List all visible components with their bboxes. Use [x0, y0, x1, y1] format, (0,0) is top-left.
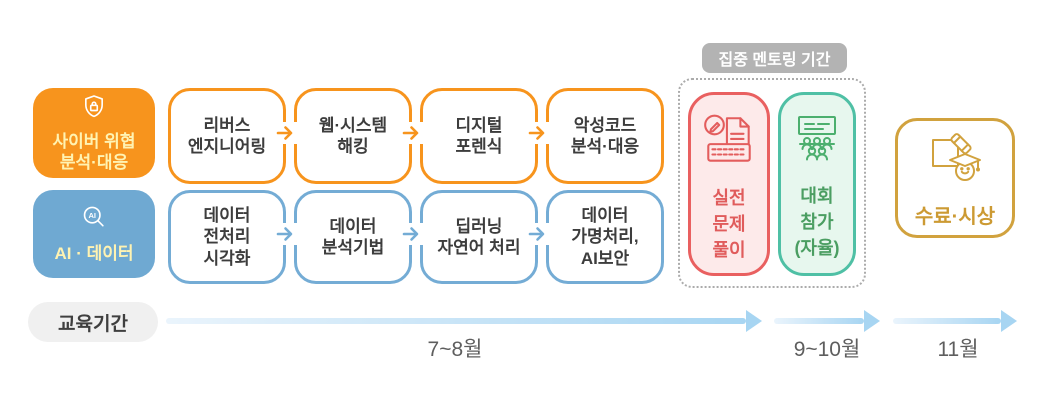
timeline-arrowhead-3 [1001, 310, 1017, 332]
timeline-arrow-1 [166, 318, 746, 324]
timeline-arrowhead-1 [746, 310, 762, 332]
step-data-preprocessing: 데이터 전처리 시각화 [168, 190, 286, 284]
mentoring-badge: 집중 멘토링 기간 [702, 43, 847, 73]
step-data-anonymization-ai-security: 데이터 가명처리, AI보안 [546, 190, 664, 284]
track-ai-data-category: AI AI · 데이터 [33, 190, 155, 278]
step-web-system-hacking: 웹·시스템 해킹 [294, 88, 412, 184]
mentoring-item-practice: 실전 문제 풀이 [688, 92, 770, 276]
ai-icon-text: AI [88, 211, 96, 220]
arrow-right-icon [402, 122, 424, 144]
mentoring-item-contest: 대회 참가 (자율) [778, 92, 856, 276]
arrow-right-icon [276, 122, 298, 144]
step-data-analysis: 데이터 분석기법 [294, 190, 412, 284]
arrow-right-icon [402, 223, 424, 245]
arrow-right-icon [528, 223, 550, 245]
shield-lock-icon [80, 93, 108, 126]
arrow-right-icon [276, 223, 298, 245]
contest-audience-icon [789, 111, 845, 174]
timeline-arrow-3 [893, 318, 1001, 324]
timeline-period-sep-oct: 9~10월 [793, 338, 861, 361]
completion-box: 수료·시상 [895, 118, 1015, 238]
completion-label: 수료·시상 [914, 206, 996, 228]
contest-label: 대회 참가 (자율) [794, 186, 840, 259]
track-ai-data-label: AI · 데이터 [54, 243, 134, 263]
practice-keyboard-icon [700, 111, 758, 176]
practice-label: 실전 문제 풀이 [712, 188, 746, 261]
step-malware-analysis: 악성코드 분석·대응 [546, 88, 664, 184]
step-deep-learning-nlp: 딥러닝 자연어 처리 [420, 190, 538, 284]
track-cyber-category: 사이버 위협 분석·대응 [33, 88, 155, 178]
step-reverse-engineering: 리버스 엔지니어링 [168, 88, 286, 184]
timeline-arrow-2 [774, 318, 864, 324]
arrow-right-icon [528, 122, 550, 144]
track-cyber-label: 사이버 위협 분석·대응 [52, 131, 136, 173]
timeline-period-nov: 11월 [937, 338, 979, 361]
mentoring-panel [678, 78, 866, 288]
diploma-graduate-icon [925, 127, 985, 193]
timeline-period-jul-aug: 7~8월 [427, 338, 483, 361]
step-digital-forensics: 디지털 포렌식 [420, 88, 538, 184]
ai-magnifier-icon: AI [80, 204, 108, 237]
timeline-label-pill: 교육기간 [28, 302, 158, 342]
timeline-arrowhead-2 [864, 310, 880, 332]
